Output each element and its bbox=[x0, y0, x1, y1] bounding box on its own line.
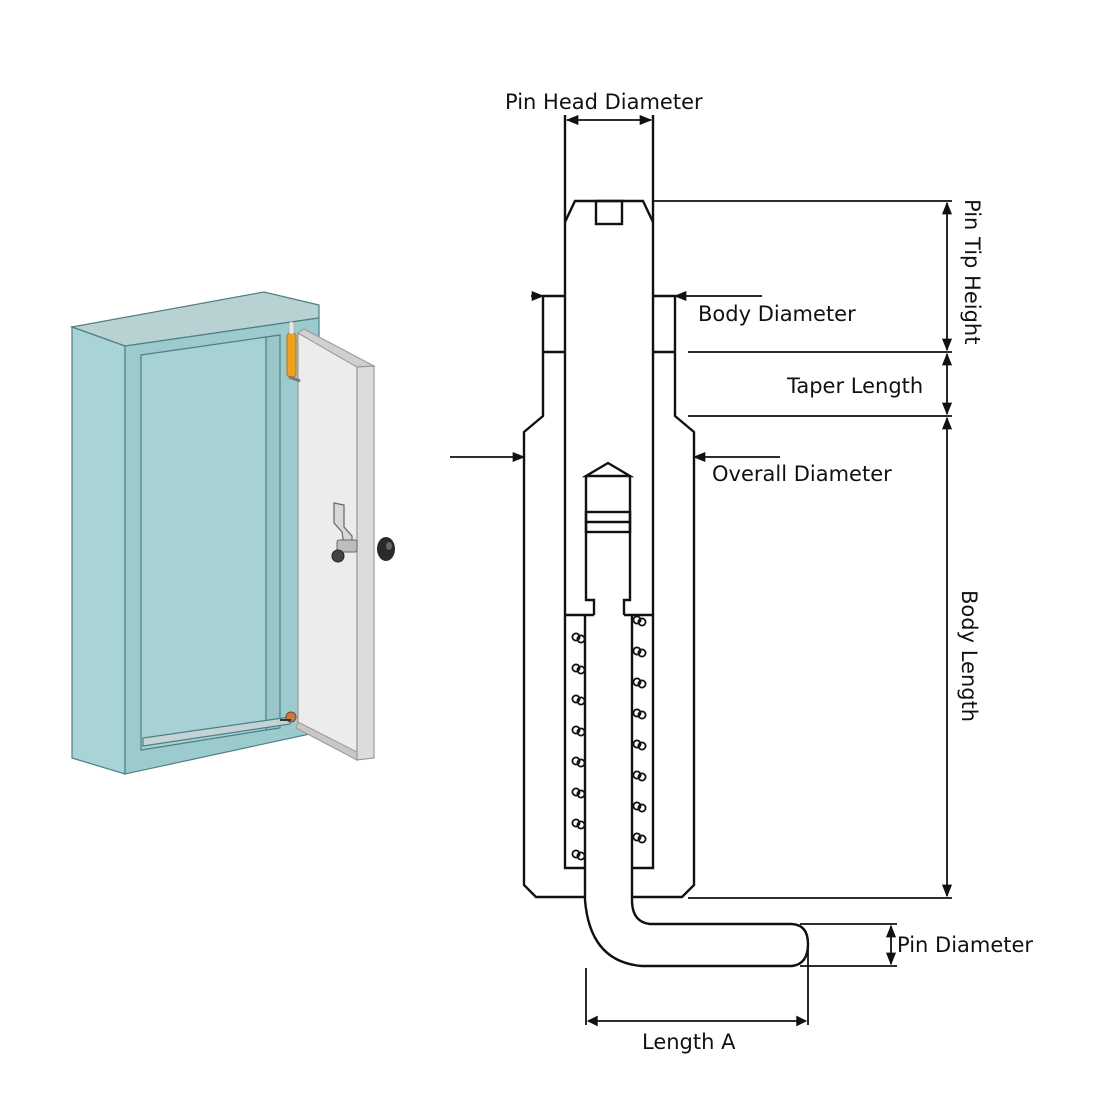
spring-coil-left-0 bbox=[571, 632, 586, 644]
spring-coil-right-1 bbox=[632, 646, 647, 658]
door-bottom-edge bbox=[295, 721, 358, 761]
spring-coil-right-6 bbox=[632, 801, 647, 813]
plunger-tip bbox=[581, 461, 635, 478]
top-hinge-bracket bbox=[288, 375, 301, 383]
l-pin-outline bbox=[583, 615, 810, 968]
cabinet-inner-panel bbox=[140, 336, 267, 751]
label-body-diameter: Body Diameter bbox=[698, 302, 856, 326]
lock-knob bbox=[377, 537, 395, 561]
label-pin-tip-height: Pin Tip Height bbox=[960, 199, 984, 344]
spring-coil-left-6 bbox=[571, 818, 586, 830]
cabinet-illustration bbox=[69, 291, 395, 775]
lock-knob-highlight bbox=[386, 542, 392, 550]
door-latch-cam bbox=[336, 539, 358, 553]
pin-technical-drawing bbox=[450, 114, 953, 1027]
spring-coil-left-4 bbox=[571, 756, 586, 768]
spring-coil-left-1 bbox=[571, 663, 586, 675]
pin-head-outline bbox=[563, 199, 655, 223]
spring-coil-left-2 bbox=[571, 694, 586, 706]
spring-coil-right-3 bbox=[632, 708, 647, 720]
label-body-length: Body Length bbox=[957, 590, 981, 722]
label-length-a: Length A bbox=[642, 1030, 736, 1054]
top-hinge-pin bbox=[286, 332, 297, 378]
inner-bore-left bbox=[563, 613, 585, 870]
spring-coil-left-5 bbox=[571, 787, 586, 799]
spring-coil-right-5 bbox=[632, 770, 647, 782]
plunger-body bbox=[584, 476, 632, 615]
door-edge bbox=[356, 365, 375, 761]
door-latch-nut bbox=[331, 549, 345, 563]
spring-coil-right-4 bbox=[632, 739, 647, 751]
body-profile-right bbox=[632, 294, 696, 899]
spring-coil-right-7 bbox=[632, 832, 647, 844]
label-pin-head-diameter: Pin Head Diameter bbox=[505, 90, 703, 114]
cabinet-recess bbox=[265, 334, 281, 731]
spring-coil-right-0 bbox=[632, 615, 647, 627]
spring-coils-right bbox=[632, 615, 647, 844]
inner-bore-right bbox=[632, 613, 655, 870]
spring-coil-left-3 bbox=[571, 725, 586, 737]
pin-head-slot bbox=[594, 199, 624, 226]
body-profile-left bbox=[522, 294, 585, 899]
spring-coils-left bbox=[571, 632, 586, 861]
top-hinge-tip bbox=[288, 321, 295, 335]
label-pin-diameter: Pin Diameter bbox=[897, 933, 1033, 957]
cabinet-bottom-strip bbox=[142, 716, 291, 747]
cabinet-side bbox=[71, 326, 126, 775]
label-overall-diameter: Overall Diameter bbox=[712, 462, 892, 486]
label-taper-length: Taper Length bbox=[786, 374, 923, 398]
spring-coil-right-2 bbox=[632, 677, 647, 689]
spring-coil-left-7 bbox=[571, 849, 586, 861]
